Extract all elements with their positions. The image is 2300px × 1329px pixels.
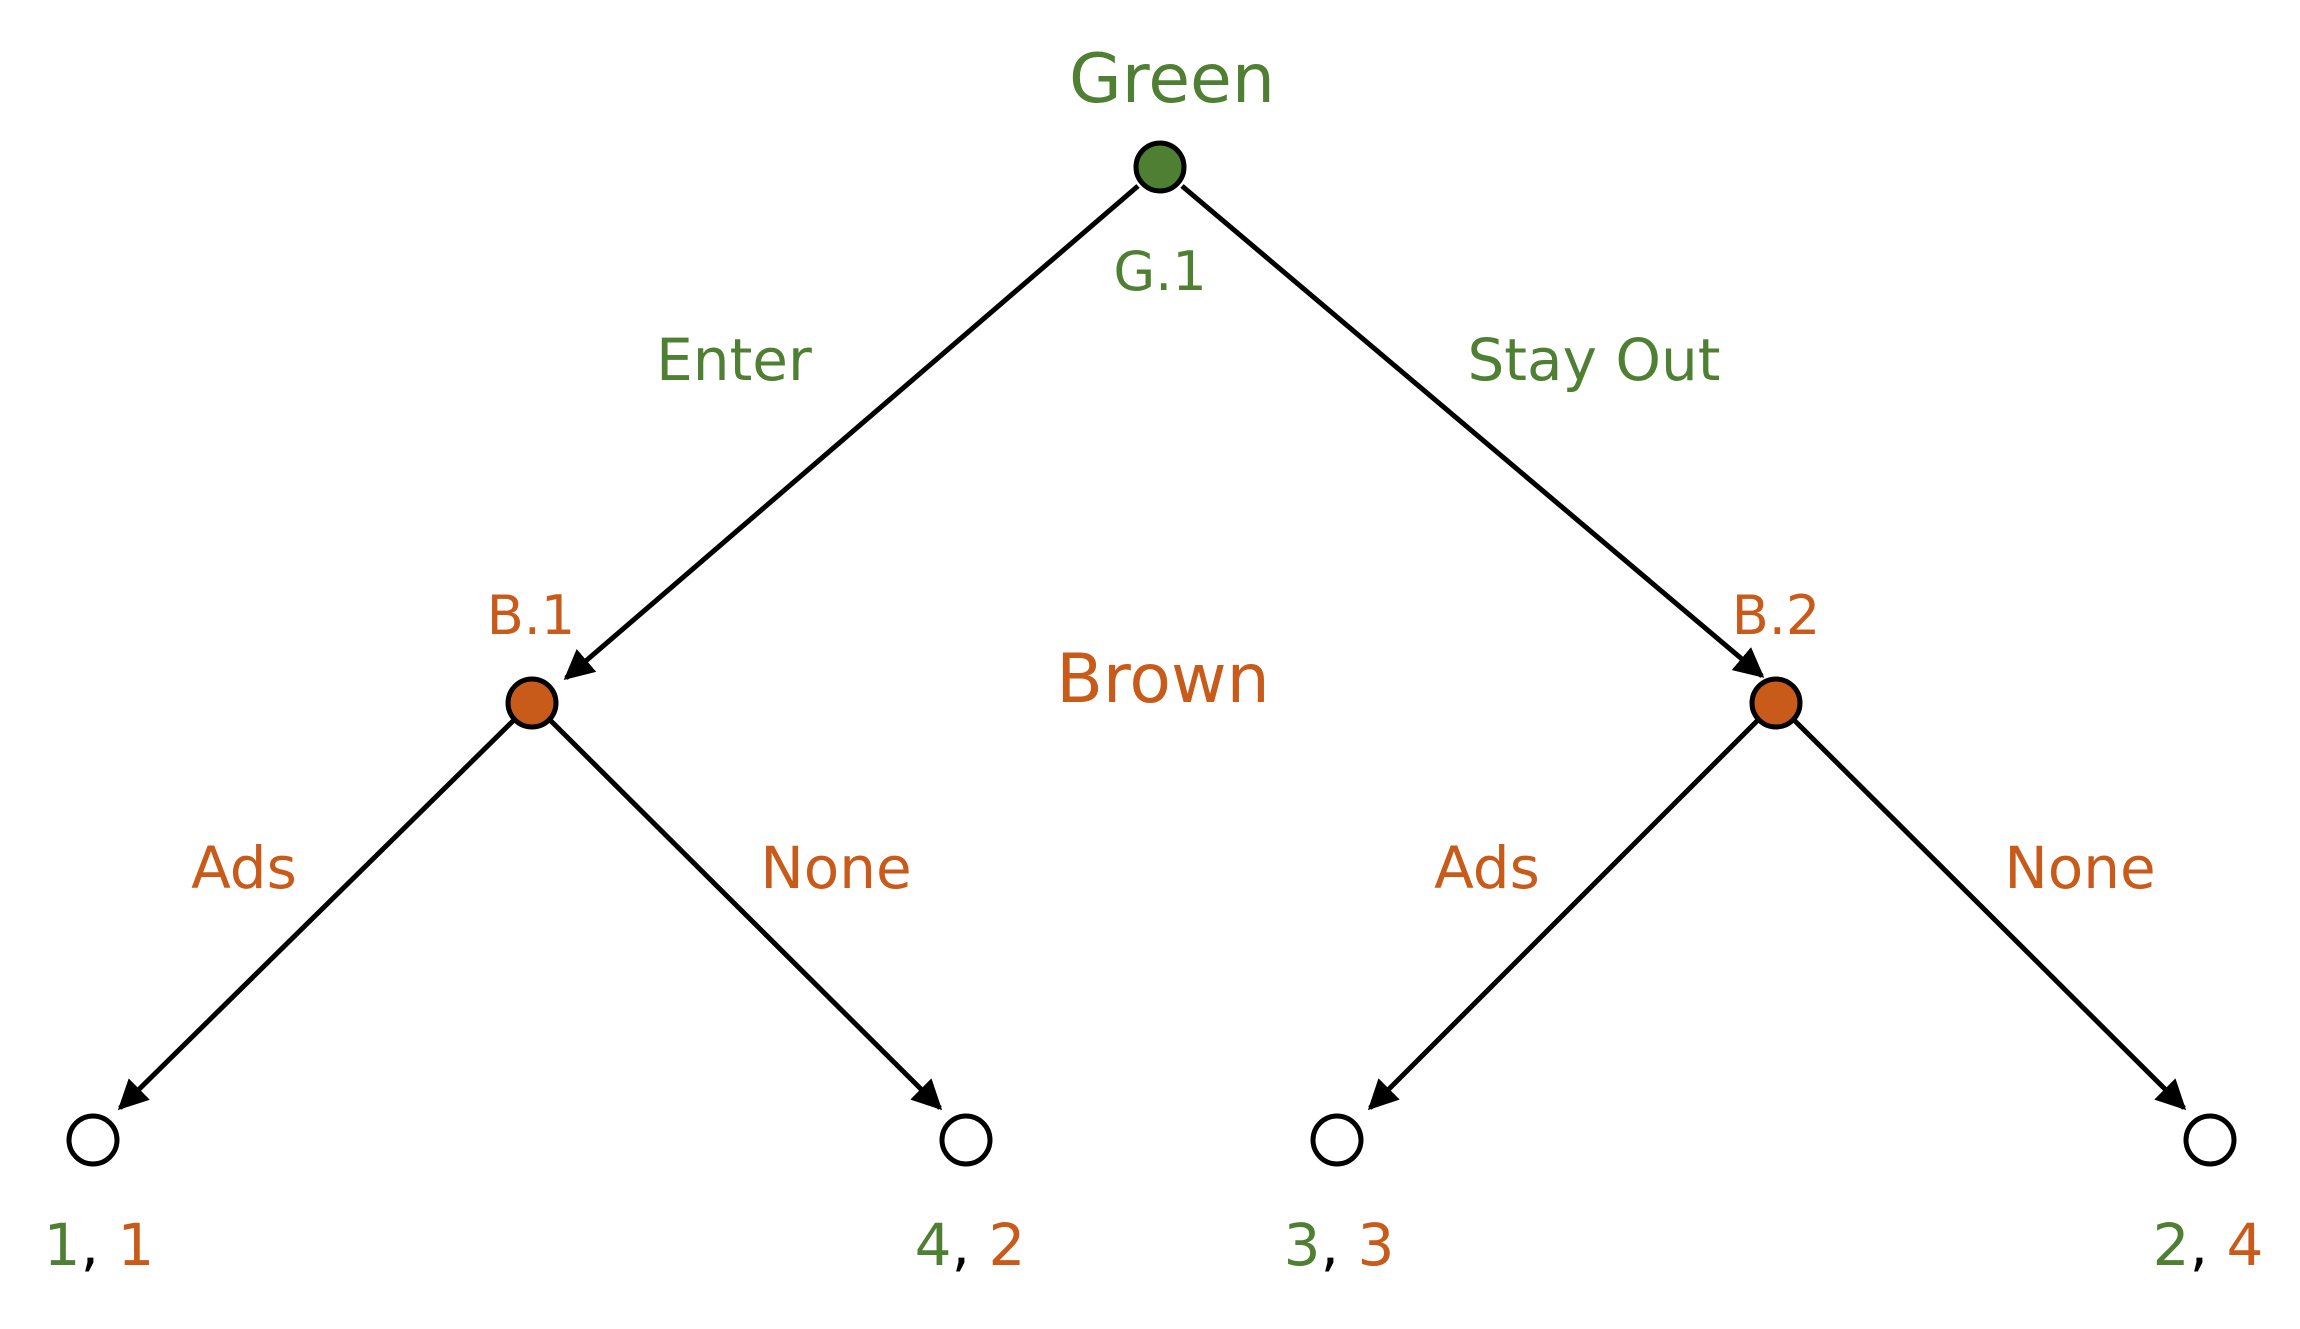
payoff-1-green: 1 — [44, 1211, 81, 1279]
edge-label-b1-ads: Ads — [191, 834, 297, 902]
edge-label-b2-none: None — [2004, 834, 2155, 902]
edge-label-b2-ads: Ads — [1434, 834, 1540, 902]
payoff-4-separator: , — [2190, 1211, 2208, 1279]
edge-stay-out — [1180, 184, 1765, 678]
payoff-2-separator: , — [952, 1211, 970, 1279]
payoff-1-brown: 1 — [117, 1211, 154, 1279]
payoff-4: 2, 4 — [2153, 1211, 2264, 1279]
payoff-1-separator: , — [81, 1211, 99, 1279]
terminal-node-4 — [2183, 1113, 2237, 1167]
node-label-b2: B.2 — [1732, 584, 1821, 647]
edge-label-b1-none: None — [760, 834, 911, 902]
node-root — [1133, 140, 1187, 194]
terminal-node-2 — [939, 1113, 993, 1167]
node-b1 — [505, 676, 559, 730]
node-label-root: G.1 — [1113, 240, 1206, 303]
edge-enter — [563, 184, 1140, 680]
edge-b1-none — [548, 718, 943, 1111]
edge-b1-ads — [117, 718, 516, 1111]
edge-b2-none — [1792, 718, 2187, 1111]
payoff-2-brown: 2 — [988, 1211, 1025, 1279]
payoff-3-brown: 3 — [1357, 1211, 1394, 1279]
player-label-green: Green — [1069, 40, 1275, 119]
payoff-2: 4, 2 — [915, 1211, 1026, 1279]
payoff-3-separator: , — [1321, 1211, 1339, 1279]
terminal-node-1 — [66, 1113, 120, 1167]
payoff-3-green: 3 — [1284, 1211, 1321, 1279]
terminal-node-3 — [1310, 1113, 1364, 1167]
node-label-b1: B.1 — [487, 584, 576, 647]
payoff-4-green: 2 — [2153, 1211, 2190, 1279]
edge-label-stay-out: Stay Out — [1467, 326, 1720, 394]
payoff-4-brown: 4 — [2226, 1211, 2263, 1279]
edge-b2-ads — [1367, 718, 1760, 1111]
edge-label-enter: Enter — [656, 326, 812, 394]
player-label-brown: Brown — [1056, 640, 1269, 719]
payoff-2-green: 4 — [915, 1211, 952, 1279]
payoff-1: 1, 1 — [44, 1211, 155, 1279]
payoff-3: 3, 3 — [1284, 1211, 1395, 1279]
node-b2 — [1749, 676, 1803, 730]
